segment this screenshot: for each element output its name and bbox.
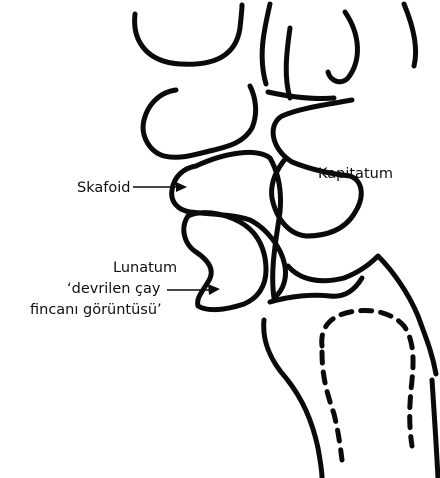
ulna-head-dashed-inner: [322, 352, 342, 460]
metacarpal-base-outline: [135, 5, 242, 64]
skafoid-outline: [172, 152, 286, 298]
metacarpal-right-line: [404, 4, 416, 66]
lunatum-outline: [184, 213, 266, 310]
label-lunatum-line2: ‘devrilen çay: [67, 281, 161, 297]
metacarpal-shaft-line: [286, 28, 290, 98]
ulna-head-dashed-outline: [322, 311, 413, 446]
label-lunatum-line1: Lunatum: [113, 260, 177, 276]
trapezoid-outline: [143, 86, 256, 157]
lunatum-arrow-head: [208, 284, 220, 295]
metacarpal-right-outline: [328, 12, 357, 82]
skafoid-arrow-head: [176, 182, 187, 192]
metacarpal-shaft-line: [262, 4, 270, 84]
radius-shaft-line: [264, 320, 322, 478]
label-skafoid: Skafoid: [77, 180, 130, 196]
ulna-shaft-line: [432, 380, 438, 478]
metacarpal-joint-line: [268, 92, 334, 99]
label-lunatum-line3: fincanı görüntüsü’: [30, 302, 162, 318]
label-kapitatum: Kapitatum: [318, 166, 393, 182]
